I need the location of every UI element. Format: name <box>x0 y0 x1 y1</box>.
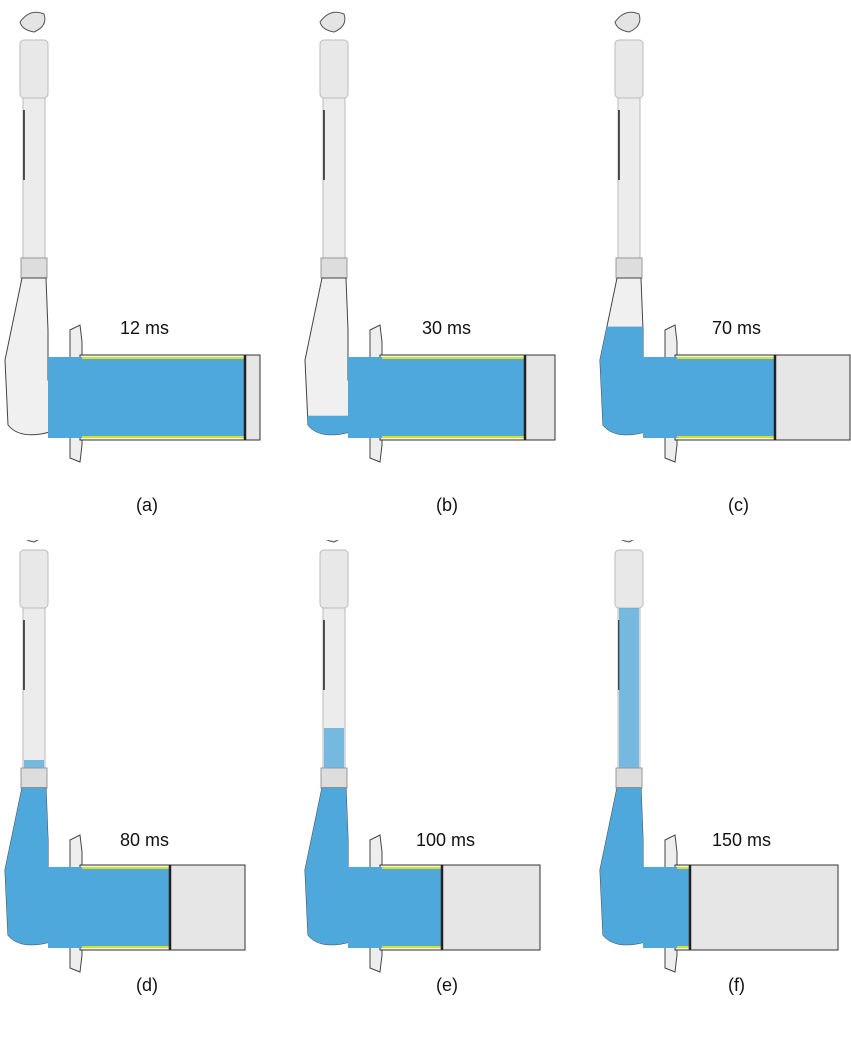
vertical-pipe <box>22 97 46 259</box>
upper-block <box>19 549 49 609</box>
time-label: 30 ms <box>422 318 472 338</box>
time-label: 12 ms <box>120 318 170 338</box>
neck <box>20 767 48 789</box>
vertical-pipe <box>322 97 346 259</box>
time-label: 150 ms <box>712 830 772 850</box>
cylinder-fluid <box>643 357 775 438</box>
upper-block <box>19 39 49 99</box>
panel-caption: (b) <box>436 495 458 515</box>
upper-block <box>614 39 644 99</box>
neck <box>615 257 643 279</box>
neck <box>320 257 348 279</box>
upper-block <box>319 549 349 609</box>
upper-block <box>614 549 644 609</box>
model-group <box>4 11 261 463</box>
head-cap <box>614 11 641 33</box>
cylinder-fluid <box>48 867 170 948</box>
panel-caption: (e) <box>436 975 458 995</box>
model-group <box>304 540 541 973</box>
plunger-region <box>244 354 261 441</box>
neck <box>320 767 348 789</box>
cavity-model <box>4 540 246 973</box>
time-label: 80 ms <box>120 830 170 850</box>
panel-caption: (d) <box>136 975 158 995</box>
cavity-model <box>304 11 556 463</box>
model-group <box>599 540 839 973</box>
cavity-model <box>304 540 541 973</box>
time-label: 70 ms <box>712 318 762 338</box>
plunger-region <box>524 354 556 441</box>
panel-caption: (a) <box>136 495 158 515</box>
panel-b: 30 ms (b) <box>300 0 580 515</box>
pipe-fluid <box>324 728 344 768</box>
upper-block <box>319 39 349 99</box>
pipe-fluid <box>619 608 639 768</box>
head-cap <box>326 540 339 543</box>
cylinder-fluid <box>348 867 442 948</box>
head-cap <box>19 11 46 33</box>
plunger-region <box>774 354 851 441</box>
vertical-pipe <box>617 97 641 259</box>
cavity-model <box>4 11 261 463</box>
cavity-model <box>599 540 839 973</box>
panel-caption: (c) <box>728 495 749 515</box>
cylinder-fluid <box>48 357 245 438</box>
head-cap <box>26 540 39 543</box>
panel-d: 80 ms (d) <box>0 540 280 1040</box>
pipe-fluid <box>24 760 44 768</box>
cylinder-fluid <box>348 357 525 438</box>
cavity-model <box>599 11 851 463</box>
panel-e: 100 ms (e) <box>300 540 580 1040</box>
head-cap <box>621 540 634 543</box>
neck <box>20 257 48 279</box>
cylinder-fluid <box>643 867 690 948</box>
model-group <box>304 11 556 463</box>
head-cap <box>319 11 346 33</box>
panel-a: 12 ms (a) <box>0 0 280 515</box>
neck <box>615 767 643 789</box>
plunger-region <box>441 864 541 951</box>
time-label: 100 ms <box>416 830 476 850</box>
panel-c: 70 ms (c) <box>595 0 851 515</box>
vertical-pipe <box>22 607 46 769</box>
model-group <box>4 540 246 973</box>
plunger-region <box>689 864 839 951</box>
panel-f: 150 ms (f) <box>595 540 851 1040</box>
plunger-region <box>169 864 246 951</box>
panel-caption: (f) <box>728 975 745 995</box>
model-group <box>599 11 851 463</box>
